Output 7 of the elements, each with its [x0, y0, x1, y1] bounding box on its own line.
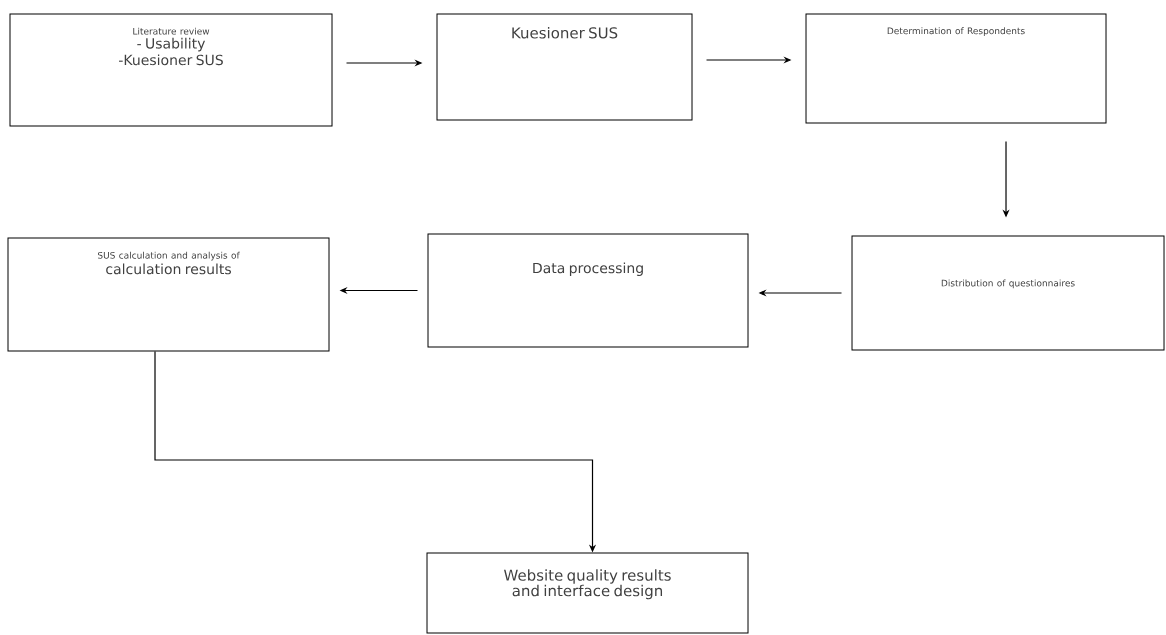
process-box: Literature review - Usability -Kuesioner SUS [9, 13, 333, 127]
process-box: Distribution of questionnaires [851, 235, 1165, 351]
process-box: Website quality results and interface design [426, 552, 749, 634]
process-box: Kuesioner SUS [436, 13, 693, 121]
process-box: SUS calculation and analysis of calculation results [7, 237, 330, 352]
process-box: Determination of Respondents [805, 13, 1107, 124]
process-box: Data processing [427, 233, 749, 348]
